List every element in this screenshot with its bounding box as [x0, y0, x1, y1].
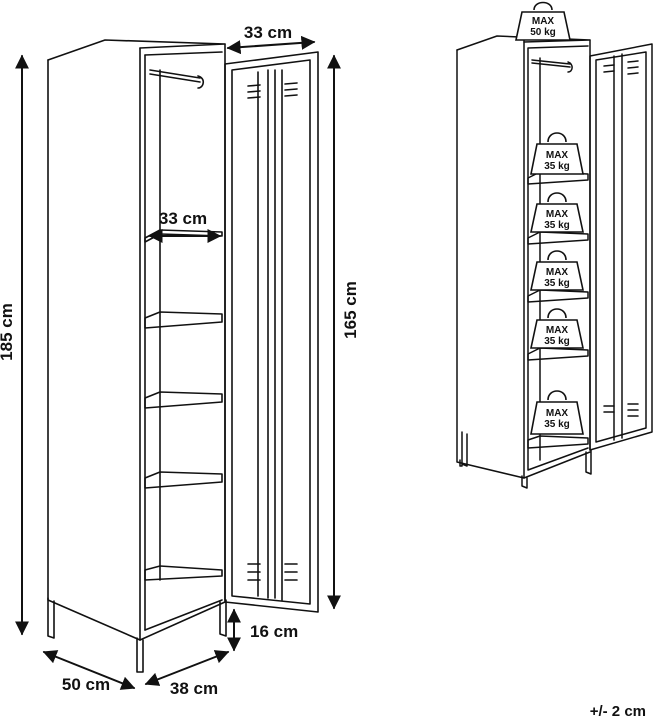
right-locker-legs	[459, 431, 592, 489]
shelf-load-weight-1: MAX 35 kg	[530, 132, 584, 175]
shelf-load-3-value: 35 kg	[544, 278, 570, 289]
top-load-value-text: 50 kg	[530, 27, 556, 38]
left-locker-shelves	[144, 229, 223, 581]
shelf-load-weight-4: MAX 35 kg	[530, 308, 584, 349]
left-locker-door	[224, 51, 319, 613]
leg-height-label: 16 cm	[250, 622, 298, 641]
door-width-label: 33 cm	[244, 23, 292, 42]
tolerance-note: +/- 2 cm	[590, 703, 646, 720]
shelf-load-2-max: MAX	[546, 209, 569, 220]
right-locker	[456, 35, 653, 489]
top-load-weight: MAX 50 kg	[515, 1, 571, 41]
inner-width-label: 33 cm	[159, 209, 207, 228]
shelf-load-weight-2: MAX 35 kg	[530, 192, 584, 233]
shelf-load-5-value: 35 kg	[544, 419, 570, 430]
left-locker-legs	[47, 597, 227, 673]
left-locker-rail	[149, 69, 201, 83]
depth-label: 50 cm	[62, 675, 110, 694]
left-dimension-lines	[15, 35, 341, 690]
shelf-load-1-value: 35 kg	[544, 161, 570, 172]
left-locker	[47, 39, 319, 673]
top-load-max-text: MAX	[532, 16, 555, 27]
height-total-label: 185 cm	[0, 303, 16, 361]
shelf-load-1-max: MAX	[546, 150, 569, 161]
shelf-load-weights: MAX 35 kg MAX 35 kg MAX 35 kg MAX 35 kg …	[530, 132, 584, 435]
shelf-load-4-max: MAX	[546, 325, 569, 336]
shelf-load-weight-5: MAX 35 kg	[530, 390, 584, 435]
shelf-load-5-max: MAX	[546, 408, 569, 419]
shelf-load-weight-3: MAX 35 kg	[530, 250, 584, 291]
shelf-load-4-value: 35 kg	[544, 336, 570, 347]
door-height-label: 165 cm	[341, 281, 360, 339]
left-locker-left-side	[47, 47, 141, 641]
shelf-load-3-max: MAX	[546, 267, 569, 278]
width-label: 38 cm	[170, 679, 218, 698]
right-locker-door	[589, 43, 653, 451]
left-locker-top	[47, 39, 226, 61]
shelf-load-2-value: 35 kg	[544, 220, 570, 231]
